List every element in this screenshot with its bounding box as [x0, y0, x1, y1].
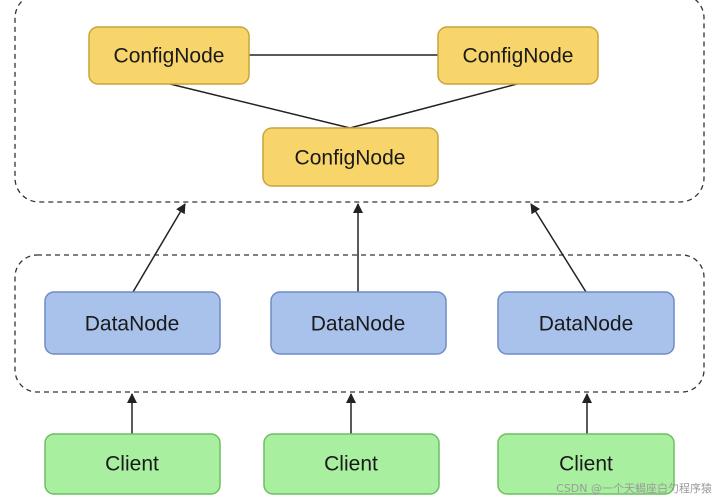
edge-config-2-config-3 [349, 83, 518, 129]
data-node-3: DataNode [497, 291, 675, 355]
arrow-datanode-3-to-config [530, 203, 587, 293]
config-node-1-label: ConfigNode [114, 45, 225, 68]
client-1: Client [44, 433, 221, 495]
data-cluster-container [14, 254, 705, 393]
config-node-2: ConfigNode [437, 26, 599, 85]
edge-config-1-config-3 [169, 83, 351, 129]
client-2-label: Client [324, 453, 378, 476]
data-node-1: DataNode [44, 291, 221, 355]
watermark-text: CSDN @一个天蝎座白勺程序猿 [556, 481, 712, 495]
data-node-3-label: DataNode [539, 313, 634, 336]
client-3: Client [497, 433, 675, 495]
client-3-label: Client [559, 453, 613, 476]
config-cluster-container [14, 0, 705, 203]
client-2: Client [263, 433, 440, 495]
data-node-1-label: DataNode [85, 313, 180, 336]
config-node-3-label: ConfigNode [295, 147, 406, 170]
arrow-datanode-1-to-config [132, 203, 186, 293]
config-node-2-label: ConfigNode [463, 45, 574, 68]
data-node-2-label: DataNode [311, 313, 406, 336]
config-node-1: ConfigNode [88, 26, 250, 85]
data-node-2: DataNode [270, 291, 447, 355]
config-node-3: ConfigNode [262, 127, 439, 187]
client-1-label: Client [105, 453, 159, 476]
